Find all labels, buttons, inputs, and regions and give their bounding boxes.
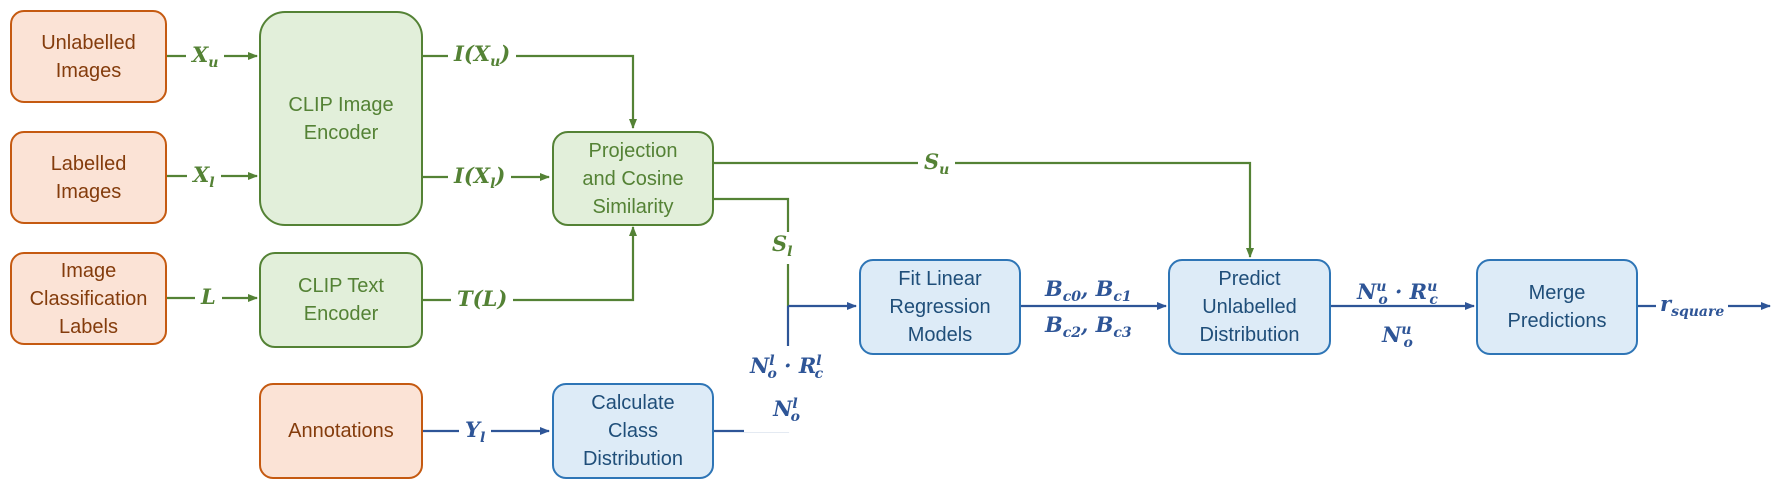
label-nl-stack: Nlo · Rlc Nlo <box>744 346 830 433</box>
calculate-class-distribution-box: Calculate Class Distribution <box>552 383 714 479</box>
labelled-images-box: Labelled Images <box>10 131 167 224</box>
label-r-square: rsquare <box>1656 292 1729 325</box>
label-nu-line2: Nuo <box>1382 322 1413 352</box>
fit-linear-regression-box: Fit Linear Regression Models <box>859 259 1021 355</box>
label-sl: Sl <box>768 232 797 265</box>
clip-image-encoder-box: CLIP Image Encoder <box>259 11 423 226</box>
label-xu: Xu <box>186 43 225 76</box>
image-classification-labels-box: Image Classification Labels <box>10 252 167 345</box>
arrow-su-to-predict <box>714 161 1254 258</box>
annotations-box: Annotations <box>259 383 423 479</box>
predict-unlabelled-distribution-box: Predict Unlabelled Distribution <box>1168 259 1331 355</box>
unlabelled-images-box: Unlabelled Images <box>10 10 167 103</box>
label-xl: Xl <box>187 163 221 196</box>
label-b-line1: Bc0, Bc1 <box>1045 276 1132 306</box>
label-L: L <box>195 285 222 309</box>
projection-cosine-similarity-box: Projection and Cosine Similarity <box>552 131 714 226</box>
label-nu-line1: Nuo · Ruc <box>1357 279 1438 309</box>
label-yl: Yl <box>459 418 492 451</box>
label-nl-line1: Nlo · Rlc <box>750 353 824 383</box>
label-b-line2: Bc2, Bc3 <box>1045 312 1132 342</box>
label-i-xl: I(Xl) <box>448 164 512 197</box>
label-b-coefficients: Bc0, Bc1 Bc2, Bc3 <box>1045 275 1132 347</box>
merge-predictions-box: Merge Predictions <box>1476 259 1638 355</box>
label-i-xu: I(Xu) <box>448 42 517 75</box>
clip-text-encoder-box: CLIP Text Encoder <box>259 252 423 348</box>
label-t-l: T(L) <box>451 287 514 311</box>
line-sl-down <box>714 197 790 306</box>
label-nu-stack: Nuo · Ruc Nuo <box>1357 272 1438 358</box>
label-nl-line2: Nlo <box>773 396 800 426</box>
label-su: Su <box>918 150 956 183</box>
